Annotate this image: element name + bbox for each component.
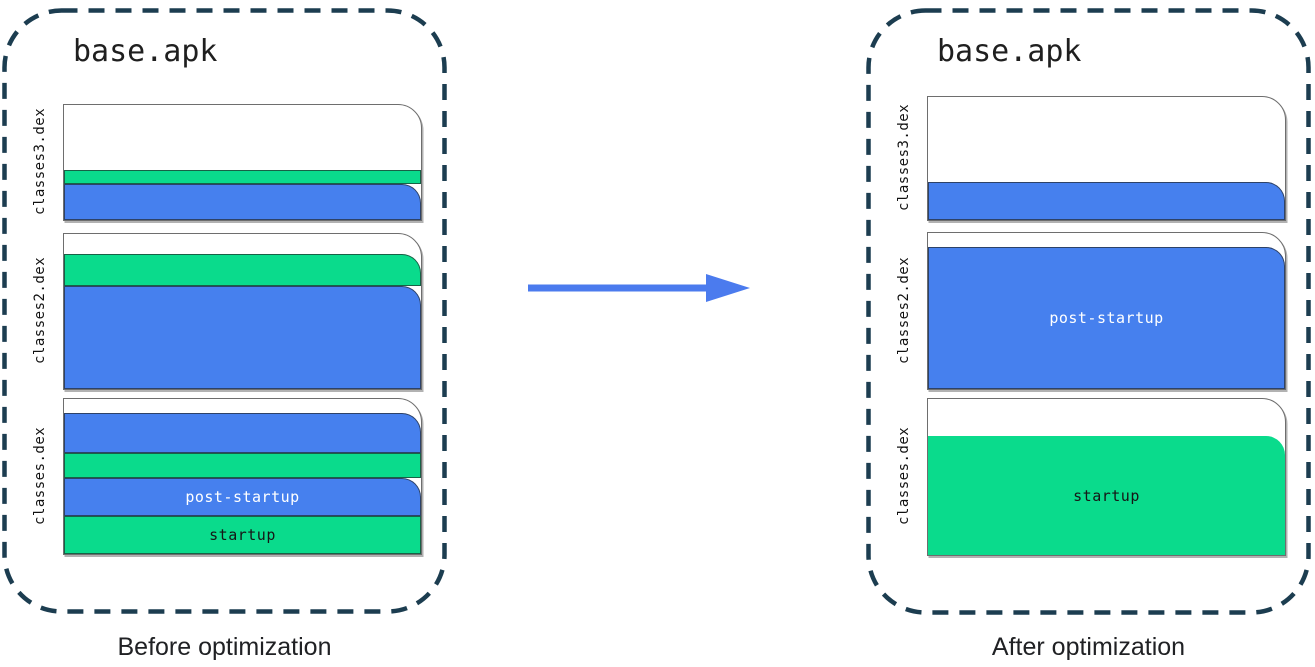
dashed-panel-border bbox=[866, 8, 1311, 615]
dex-file-page: post-startup startup bbox=[63, 398, 422, 555]
dex-segment-page bbox=[64, 105, 421, 170]
dex-segment-page bbox=[928, 233, 1285, 247]
dex-file-page bbox=[63, 104, 422, 221]
apk-title: base.apk bbox=[73, 34, 218, 69]
dex-segment-blue bbox=[64, 184, 421, 220]
dex-segment-green bbox=[64, 453, 421, 478]
dex-file-row: classes2.dex post-startup bbox=[866, 232, 1311, 390]
dex-segment-startup: startup bbox=[64, 516, 421, 554]
dex-segment-blue bbox=[64, 413, 421, 453]
caption-after: After optimization bbox=[991, 633, 1186, 661]
apk-title: base.apk bbox=[937, 34, 1082, 69]
dex-segment-blue bbox=[64, 286, 421, 389]
file-stack-before: classes3.dex classes2.dex classes.dex post-… bbox=[2, 8, 447, 614]
segment-label: post-startup bbox=[185, 488, 300, 506]
dex-segment-startup: startup bbox=[928, 436, 1285, 555]
dex-file-page: post-startup bbox=[927, 232, 1286, 390]
dex-segment-post-startup: post-startup bbox=[928, 247, 1285, 389]
dex-segment-page bbox=[928, 97, 1285, 182]
dex-file-row: classes3.dex bbox=[866, 96, 1311, 221]
dex-file-label: classes3.dex bbox=[896, 103, 912, 212]
dex-file-row: classes3.dex bbox=[2, 104, 447, 221]
segment-label: post-startup bbox=[1049, 309, 1164, 327]
segment-label: startup bbox=[209, 526, 276, 544]
dex-segment-page bbox=[64, 399, 421, 413]
dex-file-label: classes2.dex bbox=[32, 256, 48, 365]
dex-file-page bbox=[927, 96, 1286, 221]
dex-segment-green bbox=[64, 170, 421, 184]
dex-file-row: classes2.dex bbox=[2, 233, 447, 390]
dex-file-page bbox=[63, 233, 422, 390]
dex-file-row: classes.dex startup bbox=[866, 398, 1311, 556]
caption-before: Before optimization bbox=[117, 633, 332, 661]
dex-segment-green bbox=[64, 254, 421, 286]
dex-segment-blue bbox=[928, 182, 1285, 220]
dex-file-row: classes.dex post-startup startup bbox=[2, 398, 447, 555]
dex-file-page: startup bbox=[927, 398, 1286, 556]
dex-file-label: classes.dex bbox=[32, 426, 48, 525]
dex-segment-page bbox=[64, 234, 421, 254]
dex-file-label: classes3.dex bbox=[32, 107, 48, 216]
dex-file-label: classes2.dex bbox=[896, 256, 912, 364]
dex-segment-post-startup: post-startup bbox=[64, 478, 421, 516]
right-arrow-icon bbox=[528, 274, 750, 302]
dashed-panel-border bbox=[2, 8, 447, 614]
dex-file-label: classes.dex bbox=[896, 426, 912, 526]
panel-after: base.apk classes3.dex classes2.dex post-st… bbox=[866, 8, 1311, 615]
segment-label: startup bbox=[1073, 486, 1140, 505]
dex-segment-page bbox=[928, 399, 1285, 436]
